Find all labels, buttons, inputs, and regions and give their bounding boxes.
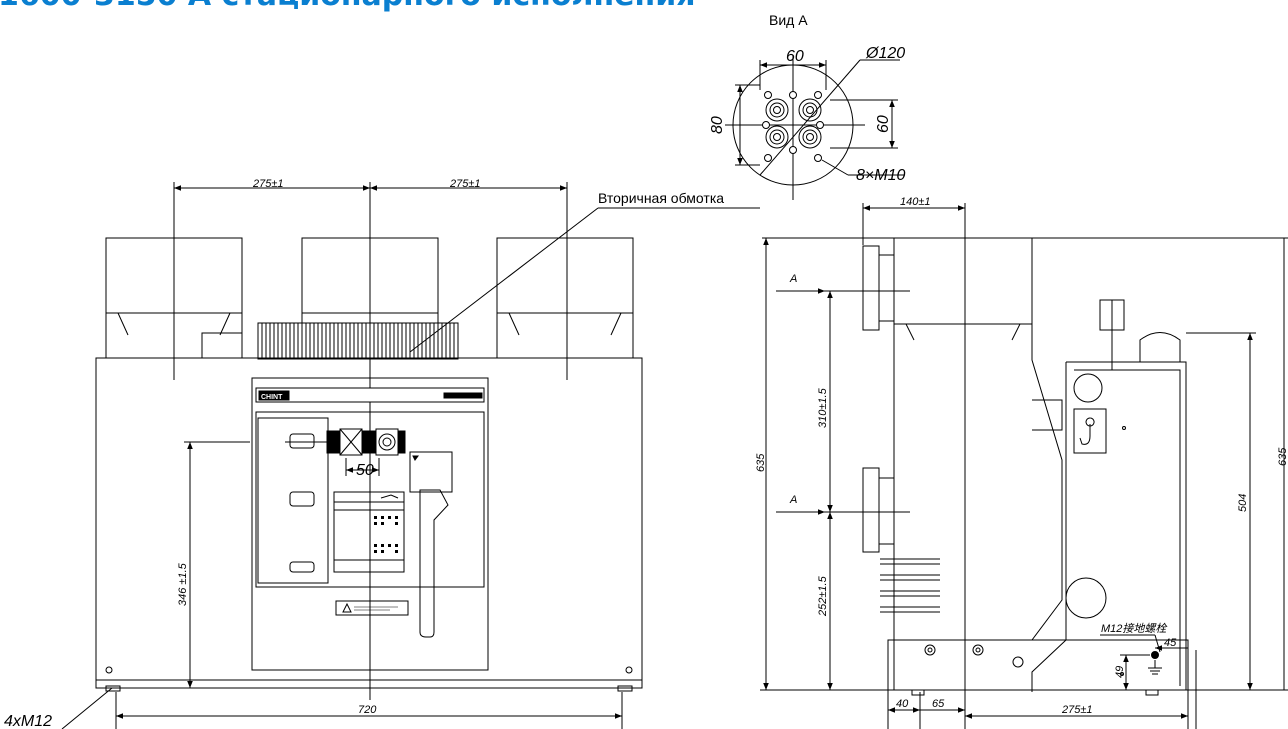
view-a-label: Вид А [769, 12, 808, 28]
secondary-winding-label: Вторичная обмотка [598, 190, 724, 206]
side-view [760, 203, 1288, 729]
front-height-dim: 346 ±1.5 [177, 562, 189, 606]
view-a-holes-dim: 8×M10 [856, 167, 905, 184]
cooling-fins [880, 558, 940, 613]
side-inner-height-dim: 504 [1237, 494, 1249, 512]
pitch-left-dim: 275±1 [252, 178, 284, 190]
view-a-detail: Вид А [725, 12, 905, 200]
mounting-holes-label: 4xM12 [4, 713, 52, 729]
section-mark-upper: A [789, 273, 797, 285]
side-base [887, 639, 1189, 691]
bottom-dim-b: 65 [932, 698, 945, 710]
control-panel [255, 411, 485, 588]
secondary-winding [257, 322, 459, 360]
side-total-height-dim: 635 [755, 453, 767, 472]
mounting-hole-leader [61, 687, 113, 729]
m10-holes [762, 91, 824, 162]
bottom-dim-c: 275±1 [1061, 704, 1093, 716]
front-view [61, 182, 760, 729]
view-a-diameter-dim: Ø120 [865, 45, 905, 62]
section-mark-lower: A [789, 494, 797, 506]
side-top-offset-dim: 140±1 [900, 196, 931, 208]
diameter-leader [759, 59, 861, 176]
pitch-right-dim: 275±1 [449, 178, 481, 190]
side-lower-terminal-dim: 252±1.5 [817, 575, 829, 617]
view-a-height-right-dim: 60 [875, 115, 892, 133]
view-a-height-left-dim: 80 [709, 116, 726, 134]
page-title: 1600-3150 А стационарного исполнения [0, 0, 696, 13]
ground-offset-dim: 45 [1164, 637, 1177, 649]
warning-label [335, 600, 409, 616]
breaker-housing [95, 357, 643, 689]
pole-bushing-right [496, 237, 634, 359]
side-right-height-dim: 635 [1277, 447, 1288, 466]
side-terminal-spacing-dim: 310±1.5 [817, 387, 829, 428]
terminal-gap-dim: 50 [356, 462, 374, 479]
ground-bolt-label: M12接地螺栓 [1101, 622, 1168, 635]
nameplate [333, 491, 405, 573]
view-a-dims: 60 Ø120 80 60 8×M10 [709, 45, 905, 184]
bottom-dim-a: 40 [896, 698, 909, 710]
mounting-hole-right [625, 666, 633, 674]
ground-height-dim: 49 [1114, 666, 1126, 678]
front-width-dim: 720 [358, 704, 377, 716]
logo-plate [258, 390, 290, 401]
view-a-width-dim: 60 [786, 48, 804, 65]
mounting-hole-left [105, 666, 113, 674]
front-panel [251, 377, 489, 671]
front-view-dims: 275±1 275±1 Вторичная обмотка CHINT 50 3… [4, 178, 724, 729]
brand-logo: CHINT [261, 394, 283, 401]
secondary-winding-leader [409, 207, 599, 353]
side-view-dims: 140±1 A A 635 310±1.5 252±1.5 504 635 M1… [755, 196, 1288, 716]
